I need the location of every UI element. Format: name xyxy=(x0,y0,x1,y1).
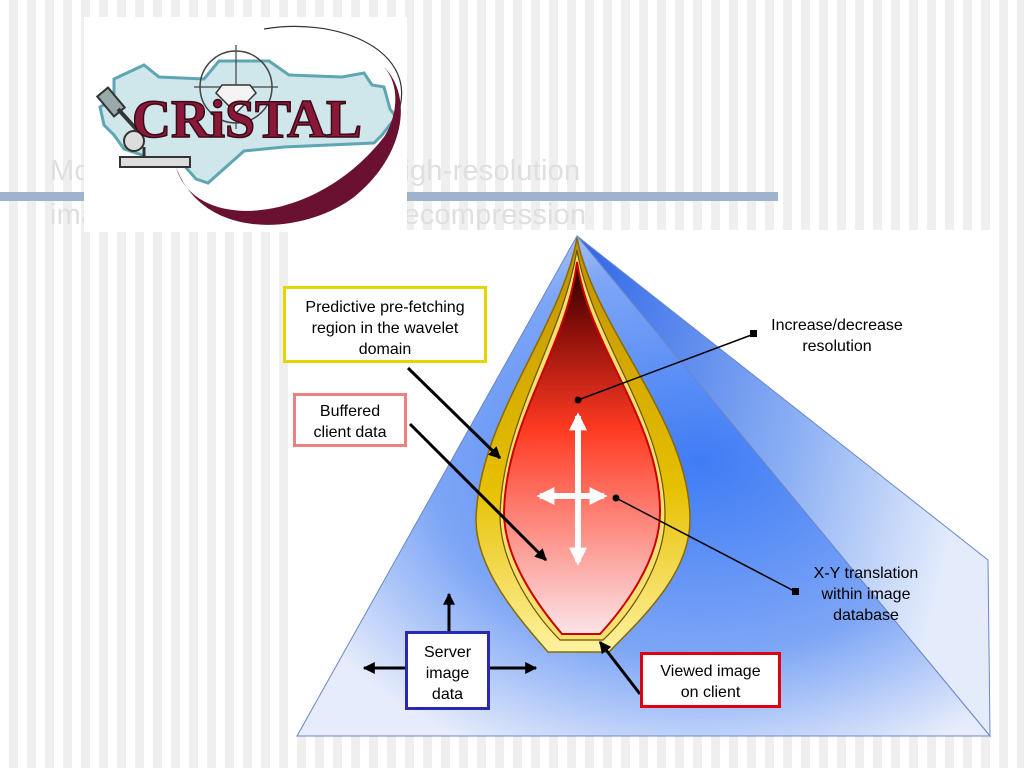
xy-dot-start xyxy=(612,494,620,502)
label-server-image-data: Server image data xyxy=(405,631,490,710)
logo-graphic: CRiSTAL xyxy=(95,25,403,225)
cristal-logo: CRiSTAL xyxy=(84,17,407,232)
label-xy-translation: X-Y translation within image database xyxy=(813,565,919,624)
label-increase-decrease-resolution: Increase/decrease resolution xyxy=(771,317,903,355)
svg-text:CRiSTAL: CRiSTAL xyxy=(132,89,362,149)
resolution-dot-end xyxy=(750,330,757,337)
leader-resolution xyxy=(577,333,755,401)
leader-xy xyxy=(615,497,797,593)
leader-predictive xyxy=(406,366,502,460)
label-buffered-client-data: Buffered client data xyxy=(293,393,407,447)
label-predictive-prefetching: Predictive pre-fetching region in the wa… xyxy=(283,286,487,363)
leader-viewed xyxy=(598,641,642,695)
leader-buffered xyxy=(408,422,548,562)
label-viewed-image-on-client: Viewed image on client xyxy=(640,652,781,708)
xy-dot-end xyxy=(792,588,799,595)
resolution-dot-start xyxy=(574,396,582,404)
